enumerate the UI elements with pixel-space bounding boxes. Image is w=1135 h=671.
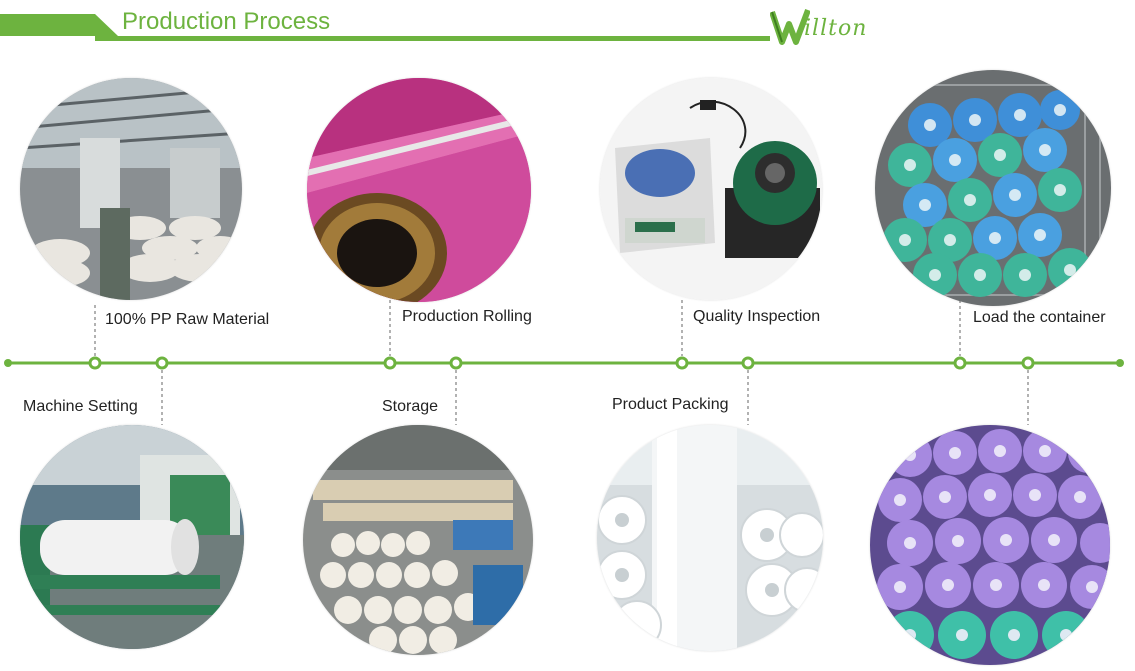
step-label-production-rolling: Production Rolling — [402, 308, 532, 325]
step-label-quality-inspection: Quality Inspection — [693, 308, 821, 325]
photo-raw-material — [20, 78, 242, 300]
brand-name: illton — [804, 16, 868, 41]
photo-product-packing — [597, 425, 823, 651]
brand-logo: illton — [770, 6, 890, 46]
step-label-raw-material: 100% PP Raw Material — [105, 311, 270, 328]
header-banner — [0, 14, 770, 41]
step-label-product-packing: Product Packing — [612, 396, 729, 413]
step-label-storage: Storage — [382, 398, 439, 415]
photo-production-rolling — [307, 78, 531, 302]
logo-w-icon — [770, 8, 810, 45]
header: Production Process illton — [0, 0, 1135, 50]
photo-finished-rolls — [870, 425, 1110, 665]
page-title: Production Process — [122, 8, 331, 35]
photo-load-container — [875, 70, 1111, 306]
step-label-machine-setting: Machine Setting — [23, 398, 138, 415]
photo-quality-inspection — [600, 78, 822, 300]
step-label-load-container: Load the container — [973, 309, 1106, 326]
photo-machine-setting — [20, 425, 244, 649]
photo-storage — [303, 425, 533, 655]
